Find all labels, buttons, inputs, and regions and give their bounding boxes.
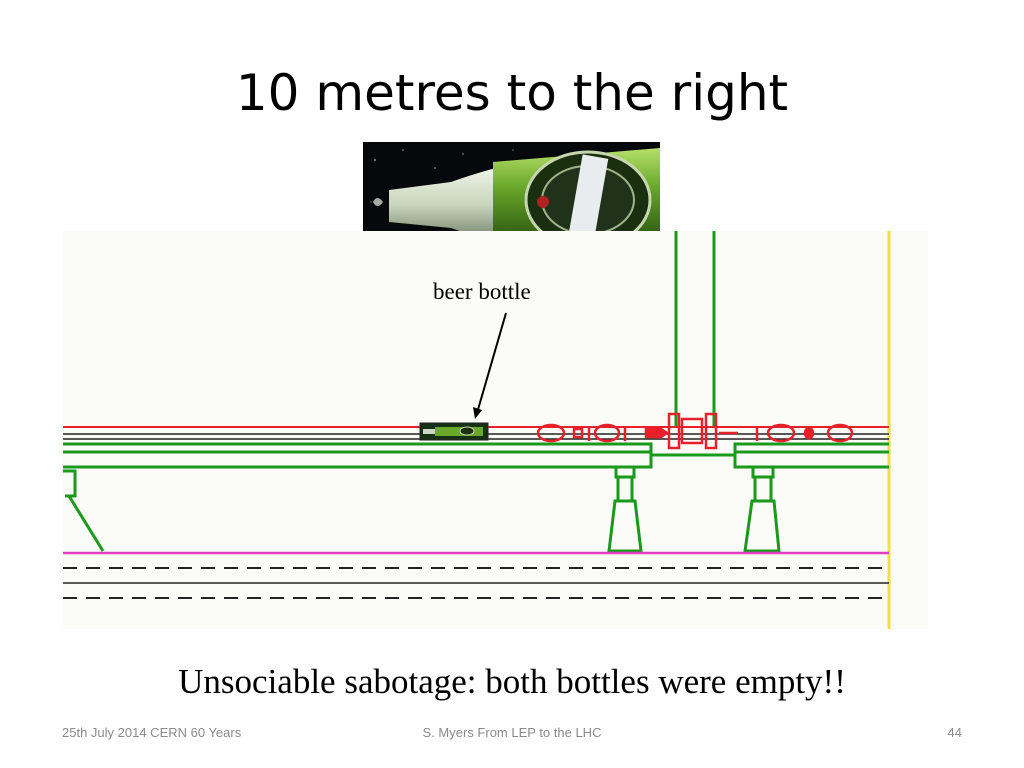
small-bottle-icon [419, 422, 489, 441]
footer-author: S. Myers From LEP to the LHC [422, 725, 602, 740]
footer-date: 25th July 2014 CERN 60 Years [62, 725, 242, 740]
slide-title: 10 metres to the right [235, 64, 789, 122]
page-number: 44 [947, 725, 962, 740]
beamline-drawing [63, 231, 928, 629]
slide-caption: Unsociable sabotage: both bottles were e… [178, 662, 846, 701]
beer-bottle-photo [363, 142, 660, 259]
annotation-label: beer bottle [433, 279, 531, 304]
